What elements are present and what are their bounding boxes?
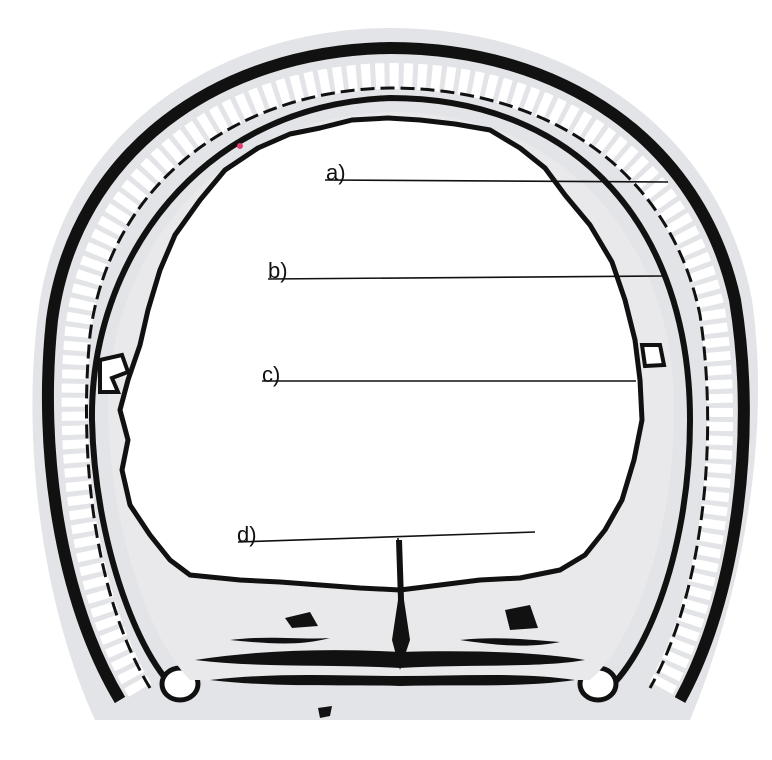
label-b: b)	[268, 258, 288, 283]
label-d: d)	[237, 522, 257, 547]
right-notch	[642, 345, 664, 366]
label-a: a)	[326, 160, 346, 185]
accent-dot	[237, 143, 243, 149]
label-c: c)	[262, 362, 280, 387]
